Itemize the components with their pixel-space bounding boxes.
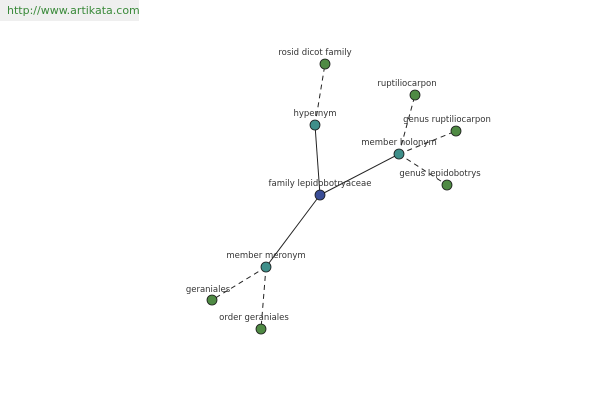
node-marker[interactable]: [206, 294, 218, 306]
node-genus-ruptiliocarpon[interactable]: genus ruptiliocarpon: [403, 115, 491, 137]
node-label: family lepidobotryaceae: [269, 179, 372, 189]
node-marker[interactable]: [255, 323, 267, 335]
edge-member-holonym-to-genus-lepidobotrys: [398, 153, 448, 186]
node-marker[interactable]: [450, 125, 462, 137]
node-label: genus ruptiliocarpon: [403, 115, 491, 125]
node-rosid[interactable]: rosid dicot family: [278, 48, 352, 70]
edge-center-to-member-holonym: [319, 153, 400, 196]
node-marker[interactable]: [260, 261, 272, 273]
edges-layer: [211, 63, 457, 330]
node-order-geraniales[interactable]: order geraniales: [219, 313, 289, 335]
node-member-meronym[interactable]: member meronym: [226, 251, 306, 273]
edge-center-to-member-meronym: [265, 194, 321, 268]
node-marker[interactable]: [309, 119, 321, 131]
node-genus-lepidobotrys[interactable]: genus lepidobotrys: [399, 169, 481, 191]
node-marker[interactable]: [314, 189, 326, 201]
site-url-link[interactable]: http://www.artikata.com: [7, 4, 140, 17]
node-label: genus lepidobotrys: [399, 169, 481, 179]
node-geraniales[interactable]: geraniales: [186, 285, 231, 306]
site-url-banner[interactable]: http://www.artikata.com: [0, 0, 140, 21]
node-marker[interactable]: [319, 58, 331, 70]
node-center[interactable]: family lepidobotryaceae: [269, 179, 372, 201]
node-label: member holonym: [361, 138, 436, 148]
node-label: ruptiliocarpon: [377, 79, 436, 89]
edge-member-holonym-to-ruptiliocarpon: [398, 94, 416, 155]
node-label: order geraniales: [219, 313, 289, 323]
node-ruptiliocarpon[interactable]: ruptiliocarpon: [377, 79, 437, 101]
node-hypernym[interactable]: hypernym: [293, 109, 337, 131]
nodes-layer: family lepidobotryaceae hypernym member ho…: [186, 48, 491, 335]
node-label: hypernym: [293, 109, 336, 119]
edge-member-meronym-to-order-geraniales: [260, 266, 267, 330]
node-marker[interactable]: [393, 148, 405, 160]
node-label: rosid dicot family: [278, 48, 351, 58]
node-label: geraniales: [186, 285, 231, 295]
node-label: member meronym: [226, 251, 305, 261]
edge-member-holonym-to-genus-ruptiliocarpon: [398, 130, 457, 155]
edge-center-to-hypernym: [314, 124, 321, 196]
node-member-holonym[interactable]: member holonym: [361, 138, 437, 160]
edge-member-meronym-to-geraniales: [211, 266, 267, 301]
node-marker[interactable]: [409, 89, 421, 101]
edge-hypernym-to-rosid: [314, 63, 326, 126]
node-marker[interactable]: [441, 179, 453, 191]
